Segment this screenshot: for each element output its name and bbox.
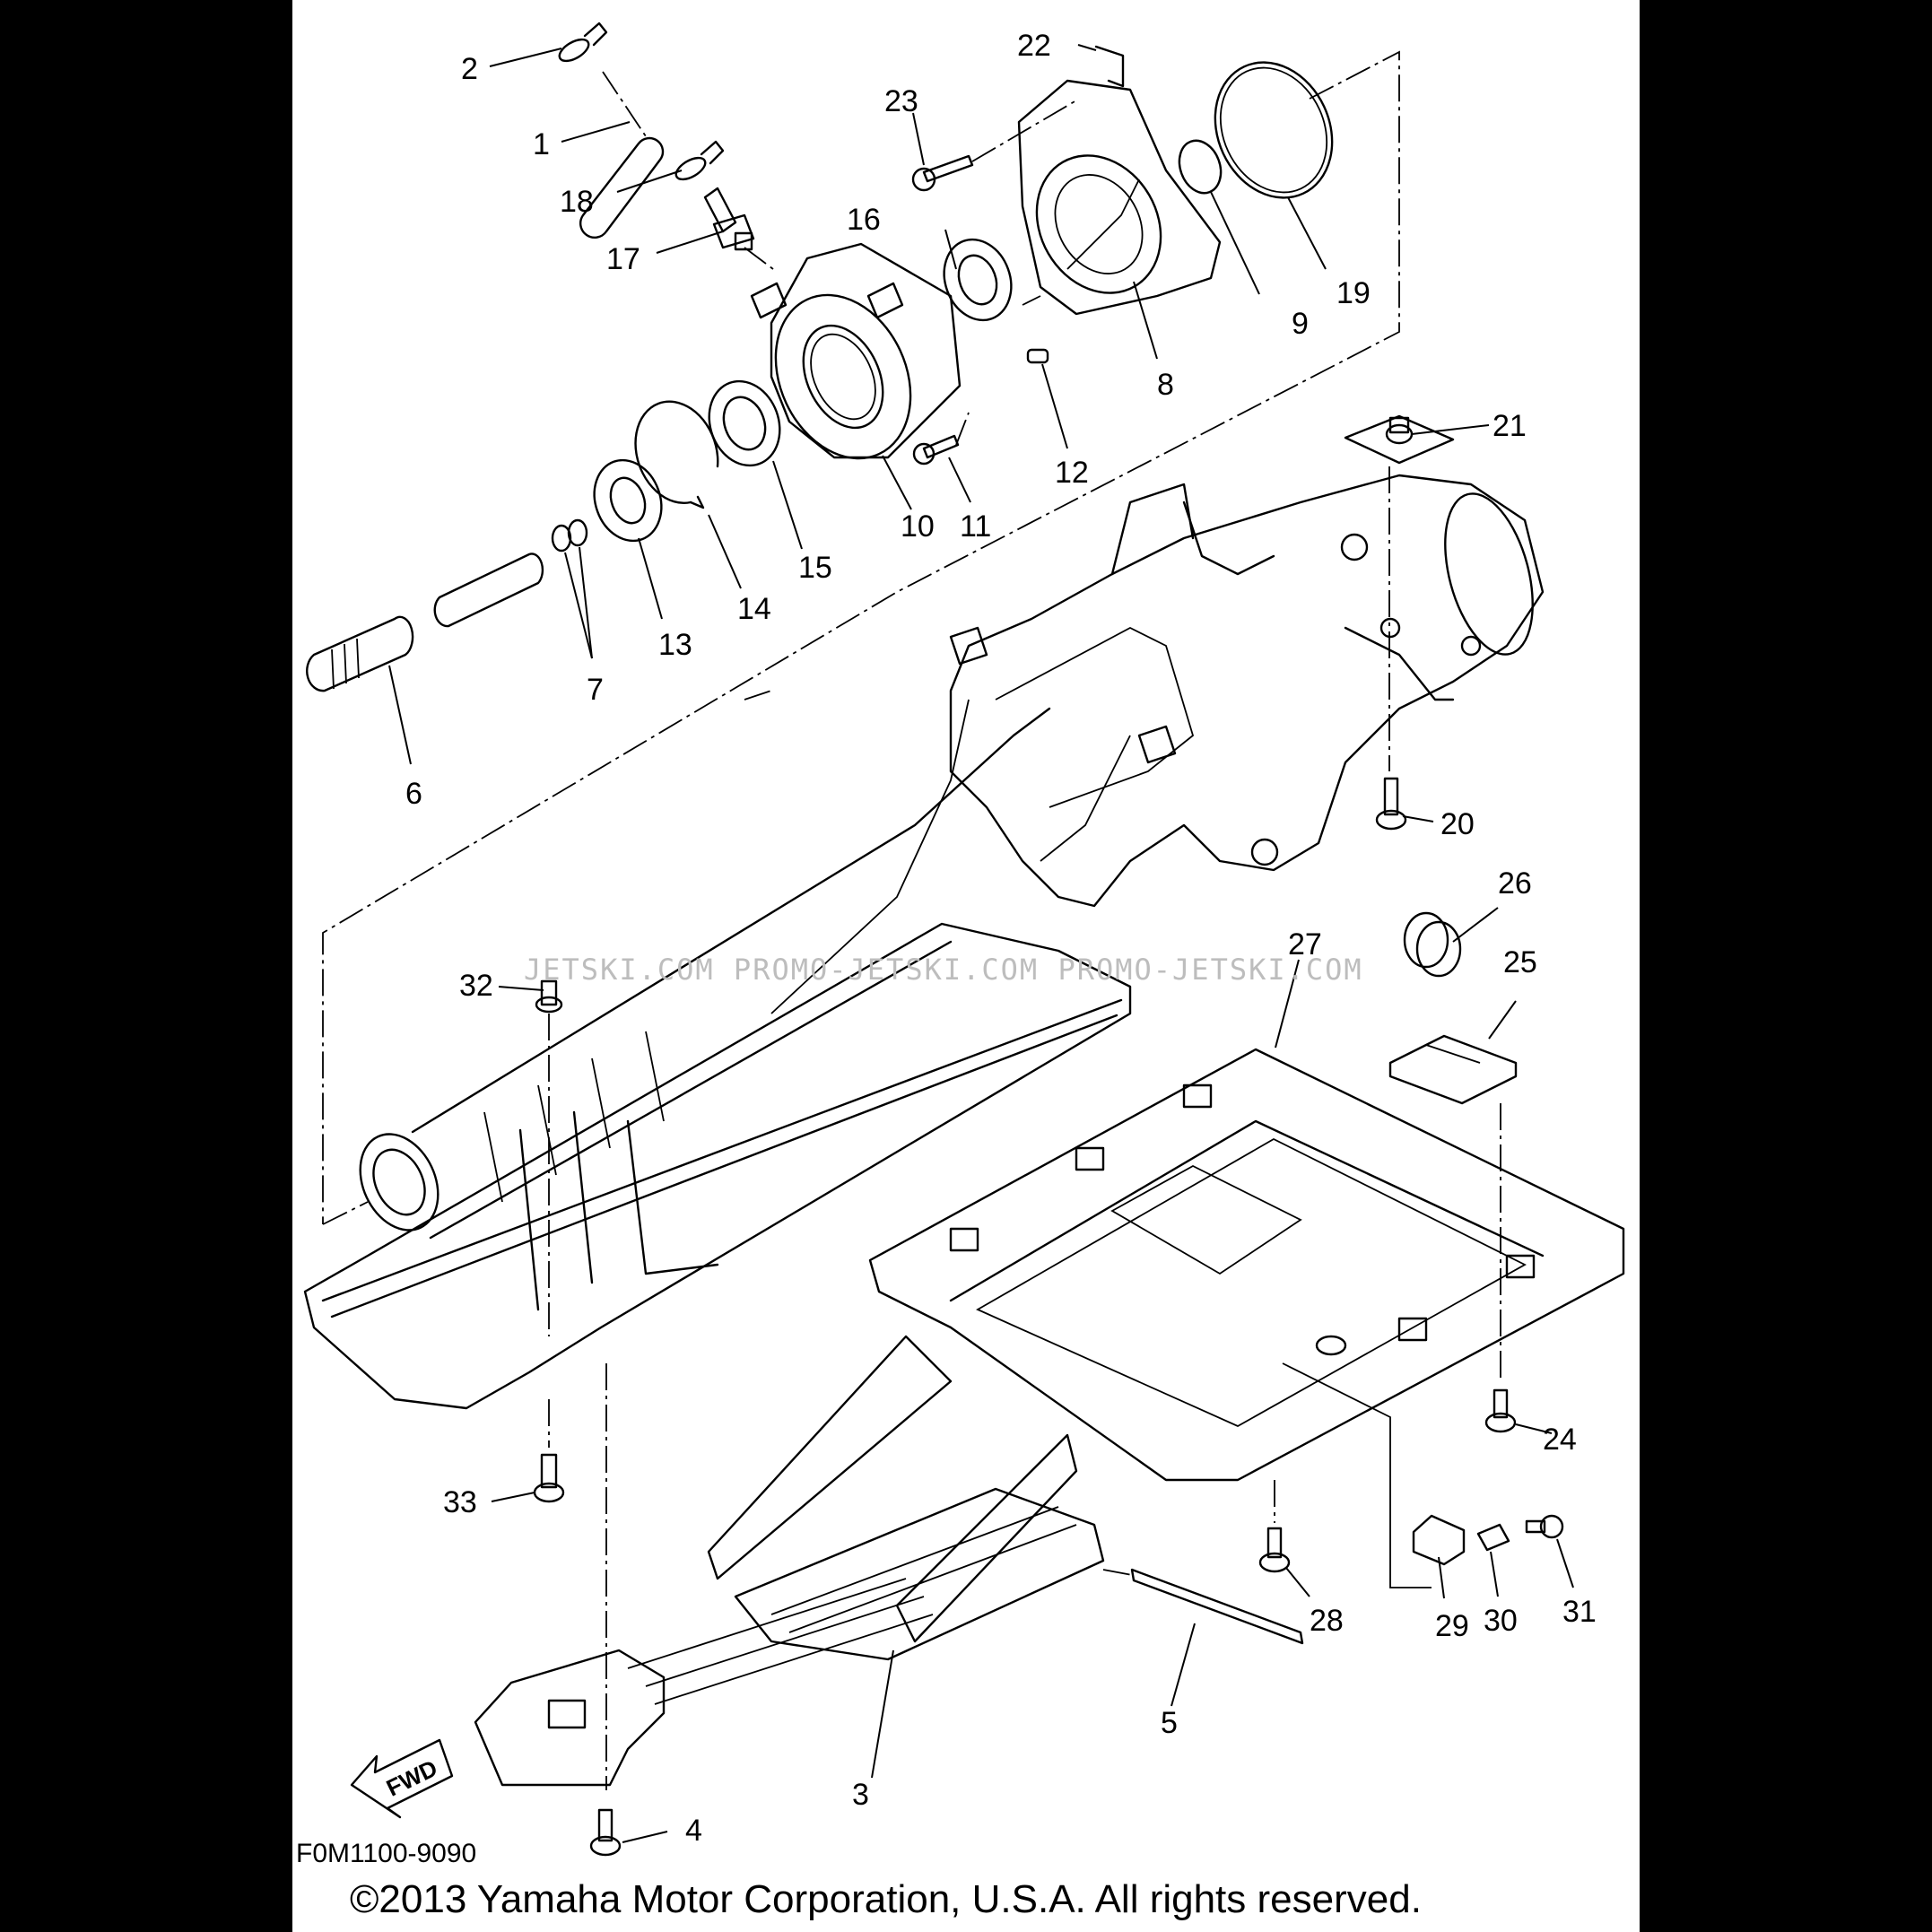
bracket-part-29 xyxy=(1412,1514,1466,1566)
part-label-14: 14 xyxy=(737,592,771,626)
part-label-3: 3 xyxy=(852,1778,869,1812)
washer-plate-part-30 xyxy=(1476,1523,1510,1552)
circlip-part-14 xyxy=(634,400,719,509)
part-label-22: 22 xyxy=(1017,29,1051,63)
part-label-31: 31 xyxy=(1562,1595,1597,1629)
coupler-part-6 xyxy=(306,615,414,692)
part-label-20: 20 xyxy=(1440,807,1475,841)
o-ring-part-9 xyxy=(1178,139,1223,195)
part-label-26: 26 xyxy=(1498,866,1532,901)
leader-lines xyxy=(388,44,1574,1843)
part-label-2: 2 xyxy=(461,52,478,86)
part-label-9: 9 xyxy=(1292,307,1309,341)
part-label-33: 33 xyxy=(443,1485,477,1519)
part-label-21: 21 xyxy=(1493,409,1527,443)
watermark-text: JETSKI.COM PROMO-JETSKI.COM PROMO-JETSKI… xyxy=(524,953,1363,987)
bolt-part-31 xyxy=(1525,1514,1564,1539)
spacer-part-6-sleeve xyxy=(433,553,544,628)
part-label-11: 11 xyxy=(960,509,991,544)
part-label-25: 25 xyxy=(1503,945,1537,979)
fwd-arrow-icon xyxy=(350,1738,454,1819)
rear-grate-housing xyxy=(474,1578,934,1787)
part-label-12: 12 xyxy=(1055,456,1089,490)
part-label-27: 27 xyxy=(1288,927,1322,962)
diagram-sheet xyxy=(292,0,1640,1932)
bolt-part-24 xyxy=(1484,1388,1517,1433)
hose-part-1 xyxy=(579,136,665,239)
part-label-30: 30 xyxy=(1484,1604,1518,1638)
part-label-10: 10 xyxy=(901,509,935,544)
bearing-part-13 xyxy=(593,458,663,543)
bolt-part-4 xyxy=(589,1808,622,1857)
part-label-18: 18 xyxy=(560,185,594,219)
intake-grate-part-3 xyxy=(707,1335,1105,1661)
part-label-23: 23 xyxy=(884,84,918,118)
part-label-5: 5 xyxy=(1161,1706,1178,1740)
part-label-17: 17 xyxy=(606,242,640,276)
plate-part-22 xyxy=(1094,45,1125,88)
bolt-part-11 xyxy=(912,434,960,466)
part-label-4: 4 xyxy=(685,1814,702,1848)
part-label-24: 24 xyxy=(1543,1423,1577,1457)
copyright-notice: ©2013 Yamaha Motor Corporation, U.S.A. A… xyxy=(350,1877,1422,1921)
fitting-part-17 xyxy=(703,187,755,251)
bearing-part-15 xyxy=(708,379,781,467)
part-label-28: 28 xyxy=(1310,1604,1344,1638)
part-number-labels: 1 2 3 4 5 6 7 8 9 10 11 12 13 14 15 16 1… xyxy=(405,29,1597,1848)
part-label-8: 8 xyxy=(1157,368,1174,402)
dowel-pin-part-12 xyxy=(1026,348,1049,364)
bolt-part-28 xyxy=(1258,1527,1291,1573)
part-label-6: 6 xyxy=(405,777,422,811)
bolt-part-20 xyxy=(1375,777,1407,831)
assembly-boundary-lines xyxy=(322,50,1400,1225)
part-label-15: 15 xyxy=(798,551,832,585)
assembly-guide-lines xyxy=(548,71,1501,1790)
jet-pump-unit xyxy=(949,474,1545,908)
clamp-part-18 xyxy=(674,140,725,181)
intake-duct-housing xyxy=(303,699,1132,1410)
ride-plate-part-27 xyxy=(868,1048,1625,1482)
plug-part-26 xyxy=(1403,911,1462,978)
part-label-7: 7 xyxy=(587,673,604,707)
anode-plate-part-21 xyxy=(1344,414,1455,465)
clamp-part-2 xyxy=(558,22,608,63)
part-label-32: 32 xyxy=(459,969,493,1003)
housing-cover-part-8 xyxy=(1017,79,1222,316)
figure-code: F0M1100-9090 xyxy=(296,1839,476,1868)
pump-housing-part-10 xyxy=(750,242,962,460)
oil-seal-part-16 xyxy=(943,238,1013,322)
bolt-part-32 xyxy=(535,979,563,1014)
part-label-16: 16 xyxy=(847,203,881,237)
o-ring-part-19 xyxy=(1214,61,1334,199)
part-label-19: 19 xyxy=(1336,276,1371,310)
strip-part-5 xyxy=(1130,1568,1304,1645)
grommet-part-25 xyxy=(1388,1034,1518,1105)
bolt-part-33 xyxy=(533,1453,565,1503)
part-label-29: 29 xyxy=(1435,1609,1469,1643)
part-label-1: 1 xyxy=(533,127,550,161)
o-rings-part-7 xyxy=(551,518,588,553)
fwd-label: FWD xyxy=(382,1754,441,1802)
bolt-part-23 xyxy=(911,154,974,192)
part-label-13: 13 xyxy=(658,628,692,662)
